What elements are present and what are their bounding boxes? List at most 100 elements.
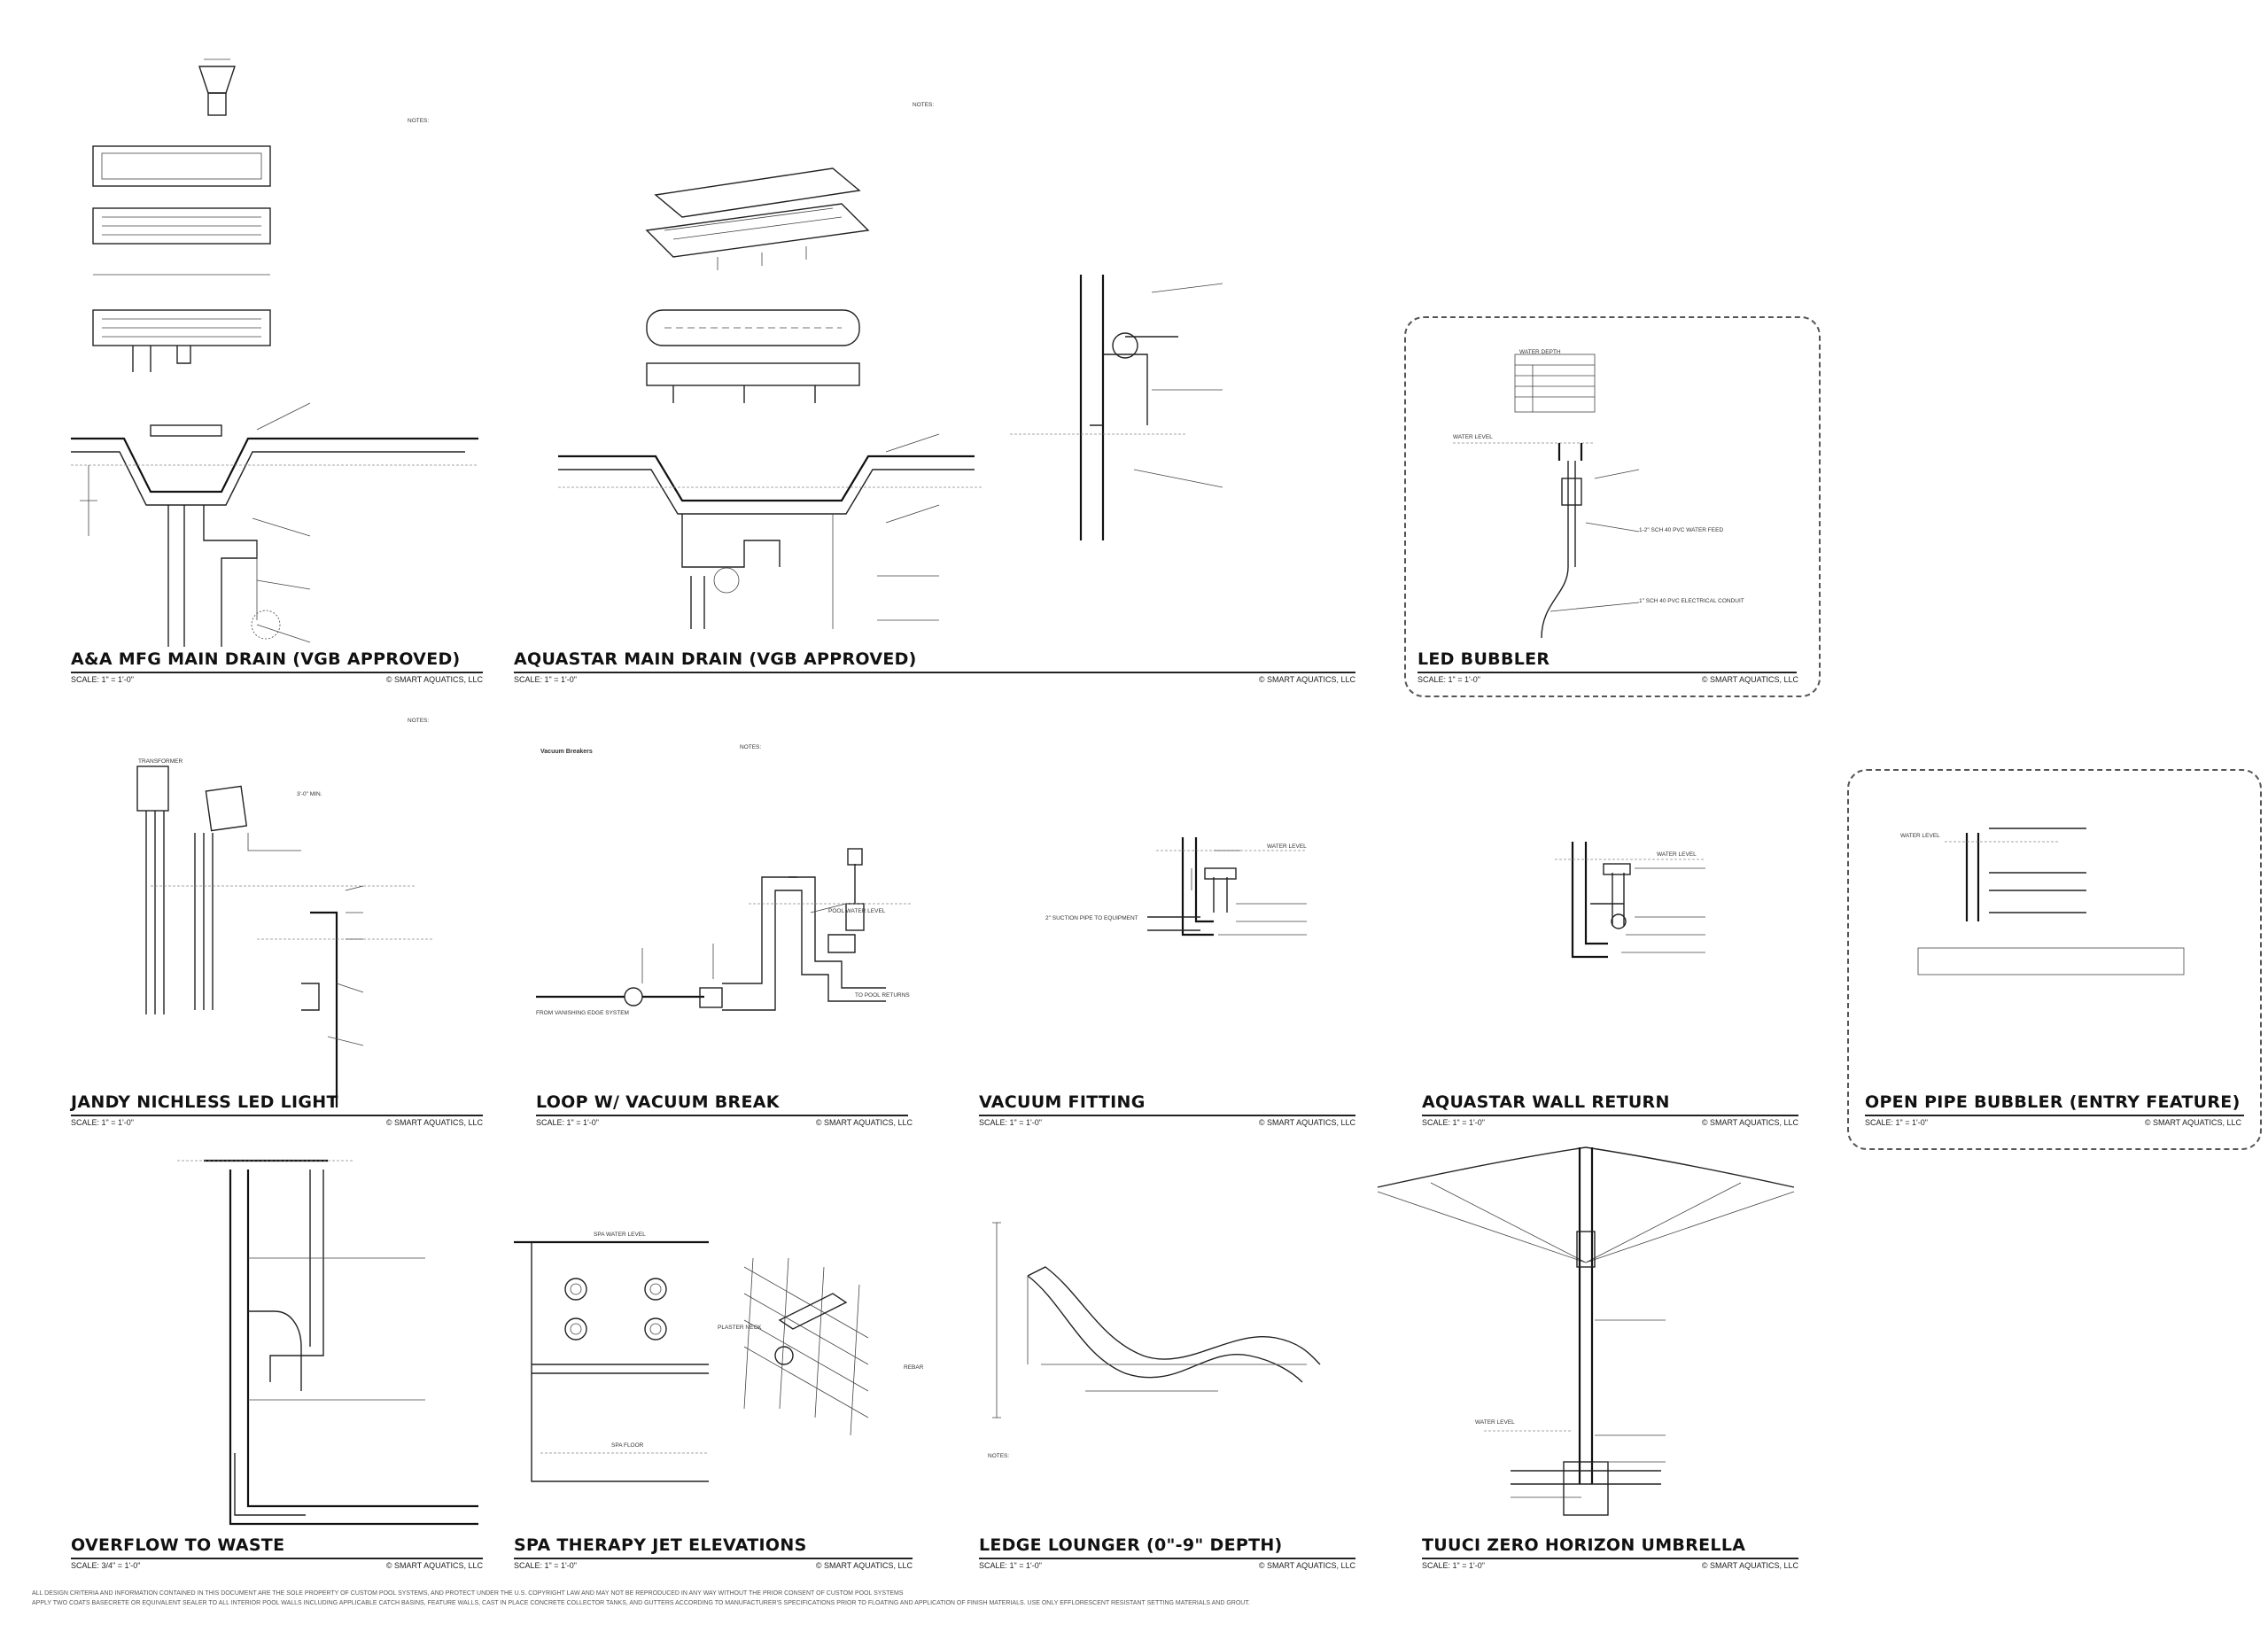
- copyright-text: © SMART AQUATICS, LLC: [2144, 1118, 2241, 1127]
- to-pool-returns-label: TO POOL RETURNS: [855, 992, 910, 999]
- water-level-label: WATER LEVEL: [1657, 851, 1697, 858]
- scale-text: SCALE: 1" = 1'-0": [979, 1561, 1042, 1570]
- title-rule: [1418, 672, 1797, 673]
- open-pipe-bubbler-drawing: [1917, 828, 2185, 975]
- copyright-text: © SMART AQUATICS, LLC: [385, 1118, 483, 1127]
- detail-jandy-led-light: TRANSFORMER 3'-0" MIN. NOTES: JANDY NICH…: [71, 718, 483, 1143]
- panel-title: LOOP W/ VACUUM BREAK: [536, 1092, 780, 1112]
- panel-title: OPEN PIPE BUBBLER (ENTRY FEATURE): [1865, 1092, 2241, 1112]
- copyright-text: © SMART AQUATICS, LLC: [385, 675, 483, 684]
- loop-vacuum-drawing: [536, 848, 913, 1011]
- jandy-light-drawing: [136, 765, 434, 1107]
- scale-text: SCALE: 1" = 1'-0": [1865, 1118, 1928, 1127]
- water-feed-label: 1-2" SCH 40 PVC WATER FEED: [1639, 527, 1724, 533]
- title-rule: [514, 672, 1355, 673]
- title-rule: [71, 1558, 483, 1559]
- detail-spa-therapy-jets: SPA WATER LEVEL SPA FLOOR PLASTER NECK R…: [514, 1232, 923, 1586]
- from-vanishing-edge-label: FROM VANISHING EDGE SYSTEM: [536, 1010, 629, 1016]
- min-distance-label: 3'-0" MIN.: [297, 791, 322, 797]
- panel-title: A&A MFG MAIN DRAIN (VGB APPROVED): [71, 649, 461, 669]
- copyright-text: © SMART AQUATICS, LLC: [815, 1561, 913, 1570]
- panel-title: VACUUM FITTING: [979, 1092, 1146, 1112]
- water-level-label: WATER LEVEL: [1267, 843, 1307, 850]
- scale-text: SCALE: 1" = 1'-0": [536, 1118, 599, 1127]
- panel-title: TUUCI ZERO HORIZON UMBRELLA: [1422, 1535, 1746, 1555]
- aa-main-drain-drawing: [71, 58, 478, 647]
- copyright-text: © SMART AQUATICS, LLC: [1701, 1561, 1798, 1570]
- panel-title: AQUASTAR WALL RETURN: [1422, 1092, 1670, 1112]
- panel-title: AQUASTAR MAIN DRAIN (VGB APPROVED): [514, 649, 917, 669]
- scale-text: SCALE: 1" = 1'-0": [514, 675, 577, 684]
- footer-sealer-notice: APPLY TWO COATS BASECRETE OR EQUIVALENT …: [32, 1600, 1250, 1606]
- detail-aquastar-wall-return: WATER LEVEL AQUASTAR WALL RETURN SCALE: …: [1422, 837, 1798, 1143]
- revision-cloud: [1847, 769, 2262, 1150]
- panel-title: OVERFLOW TO WASTE: [71, 1535, 285, 1555]
- scale-text: SCALE: 3/4" = 1'-0": [71, 1561, 141, 1570]
- vacuum-fitting-drawing: [1147, 837, 1307, 936]
- detail-led-bubbler: WATER DEPTH WATER LEVEL 1-2" SCH 40 PVC …: [1418, 346, 1798, 696]
- umbrella-drawing: [1377, 1146, 1795, 1516]
- water-level-label: WATER LEVEL: [1900, 833, 1940, 839]
- title-rule: [979, 1558, 1355, 1559]
- detail-overflow-to-waste: OVERFLOW TO WASTE SCALE: 3/4" = 1'-0" © …: [71, 1152, 483, 1586]
- transformer-label: TRANSFORMER: [138, 758, 183, 765]
- spa-water-level-label: SPA WATER LEVEL: [594, 1232, 646, 1238]
- copyright-text: © SMART AQUATICS, LLC: [1701, 675, 1798, 684]
- copyright-text: © SMART AQUATICS, LLC: [1258, 675, 1355, 684]
- pool-water-level-label: POOL WATER LEVEL: [828, 908, 886, 914]
- ledge-lounger-drawing: [992, 1222, 1321, 1418]
- detail-open-pipe-bubbler: WATER LEVEL OPEN PIPE BUBBLER (ENTRY FEA…: [1865, 815, 2244, 1143]
- water-level-label: WATER LEVEL: [1475, 1419, 1515, 1426]
- copyright-text: © SMART AQUATICS, LLC: [1258, 1561, 1355, 1570]
- scale-text: SCALE: 1" = 1'-0": [71, 1118, 134, 1127]
- scale-text: SCALE: 1" = 1'-0": [979, 1118, 1042, 1127]
- water-level-label: WATER LEVEL: [1453, 434, 1493, 440]
- jandy-notes: NOTES:: [408, 718, 430, 724]
- copyright-text: © SMART AQUATICS, LLC: [385, 1561, 483, 1570]
- spa-floor-label: SPA FLOOR: [611, 1442, 644, 1449]
- panel-title: LED BUBBLER: [1418, 649, 1550, 669]
- led-bubbler-drawing: [1453, 354, 1640, 639]
- scale-text: SCALE: 1" = 1'-0": [1422, 1118, 1485, 1127]
- detail-vacuum-fitting: WATER LEVEL 2" SUCTION PIPE TO EQUIPMENT…: [979, 833, 1355, 1143]
- overflow-drawing: [177, 1159, 478, 1526]
- title-rule: [1422, 1558, 1798, 1559]
- scale-text: SCALE: 1" = 1'-0": [514, 1561, 577, 1570]
- detail-ledge-lounger: NOTES: LEDGE LOUNGER (0"-9" DEPTH) SCALE…: [979, 1161, 1355, 1586]
- title-rule: [1865, 1115, 2244, 1116]
- loop-notes: NOTES:: [740, 744, 762, 750]
- spa-jets-drawing: [514, 1240, 869, 1482]
- panel-title: LEDGE LOUNGER (0"-9" DEPTH): [979, 1535, 1283, 1555]
- panel-title: JANDY NICHLESS LED LIGHT: [71, 1092, 338, 1112]
- detail-aquastar-main-drain: NOTES: AQUASTAR MAIN DRAIN (VGB APPROVED…: [514, 97, 1355, 696]
- suction-pipe-label: 2" SUCTION PIPE TO EQUIPMENT: [1045, 915, 1138, 921]
- title-rule: [979, 1115, 1355, 1116]
- panel-title: SPA THERAPY JET ELEVATIONS: [514, 1535, 807, 1555]
- detail-aa-main-drain: NOTES: A&A MFG MAIN DRAIN (VGB APPROVED)…: [71, 49, 483, 696]
- detail-tuuci-umbrella: WATER LEVEL TUUCI ZERO HORIZON UMBRELLA …: [1377, 1143, 1856, 1586]
- scale-text: SCALE: 1" = 1'-0": [1422, 1561, 1485, 1570]
- copyright-text: © SMART AQUATICS, LLC: [815, 1118, 913, 1127]
- copyright-text: © SMART AQUATICS, LLC: [1258, 1118, 1355, 1127]
- detail-loop-vacuum-break: Vacuum Breakers POOL WATER LEVEL FROM VA…: [536, 744, 913, 1143]
- plaster-neck-label: PLASTER NECK: [718, 1325, 762, 1331]
- water-depth-label: WATER DEPTH: [1519, 349, 1561, 355]
- wall-return-drawing: [1555, 842, 1705, 959]
- aquastar-notes: NOTES:: [913, 102, 935, 108]
- title-rule: [536, 1115, 908, 1116]
- vacuum-breakers-label: Vacuum Breakers: [540, 749, 593, 755]
- footer-copyright-notice: ALL DESIGN CRITERIA AND INFORMATION CONT…: [32, 1590, 904, 1597]
- title-rule: [1422, 1115, 1798, 1116]
- title-rule: [71, 1115, 483, 1116]
- rebar-label: REBAR: [904, 1364, 924, 1371]
- copyright-text: © SMART AQUATICS, LLC: [1701, 1118, 1798, 1127]
- title-rule: [71, 672, 483, 673]
- aquastar-main-drain-drawing: [558, 167, 1223, 629]
- conduit-label: 1" SCH 40 PVC ELECTRICAL CONDUIT: [1639, 598, 1744, 604]
- revision-cloud: [1404, 316, 1821, 697]
- scale-text: SCALE: 1" = 1'-0": [71, 675, 134, 684]
- scale-text: SCALE: 1" = 1'-0": [1418, 675, 1480, 684]
- aa-notes: NOTES:: [408, 118, 430, 124]
- title-rule: [514, 1558, 913, 1559]
- lounger-notes: NOTES:: [988, 1453, 1010, 1459]
